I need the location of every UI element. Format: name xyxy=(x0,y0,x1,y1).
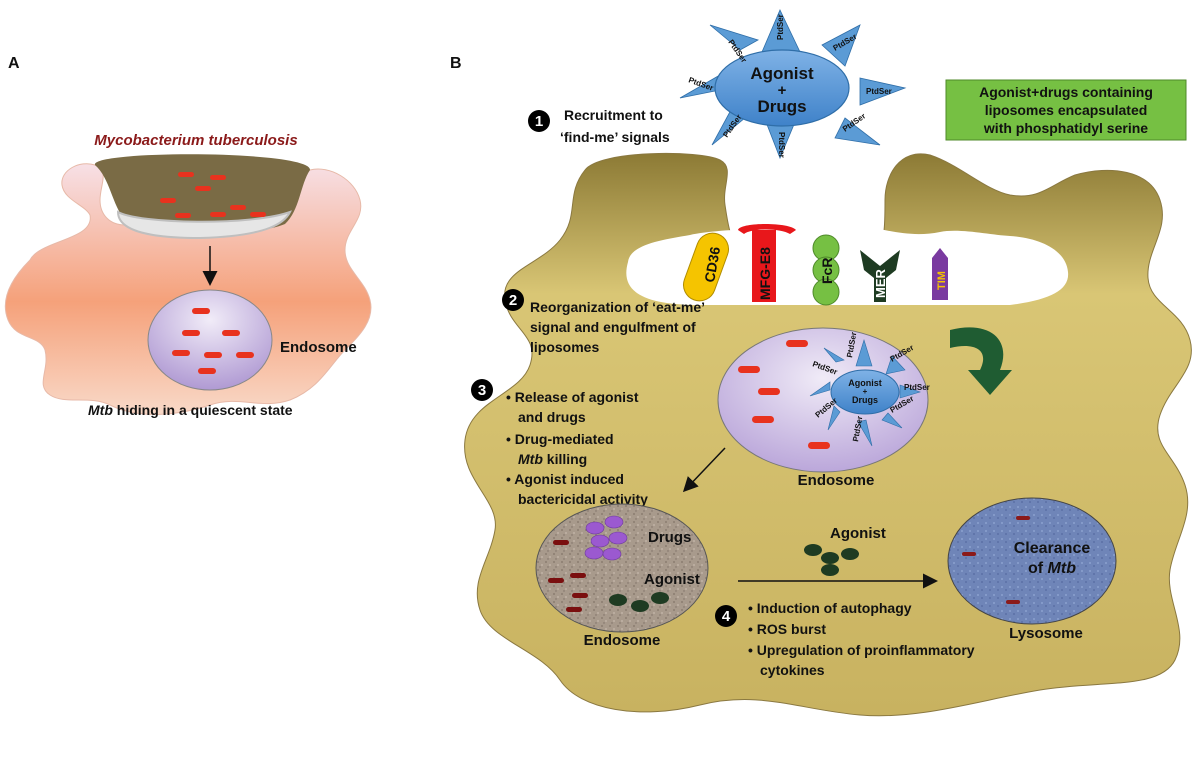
svg-text:MER: MER xyxy=(873,269,888,299)
cell-a-endosome-label: Endosome xyxy=(280,339,357,356)
svg-text:PtdSer: PtdSer xyxy=(904,383,930,392)
step2-badge xyxy=(502,289,524,311)
svg-text:cytokines: cytokines xyxy=(760,662,825,678)
endosome-mid-bacteria xyxy=(738,340,830,449)
arrow-to-endosome-low xyxy=(682,447,726,493)
agonist-float-particles xyxy=(804,544,859,576)
endosome-low-agonist-label: Agonist xyxy=(644,571,700,588)
legend-line1: Agonist+drugs containing xyxy=(979,84,1153,100)
step3-list: • Release of agonist and drugs • Drug-me… xyxy=(506,389,648,507)
svg-text:• Induction of autophagy: • Induction of autophagy xyxy=(748,600,912,616)
step2-line1: Reorganization of ‘eat-me’ xyxy=(530,299,705,315)
panel-b-letter: B xyxy=(450,55,462,72)
endosome-low-bacteria xyxy=(548,540,588,612)
liposome-top: Agonist + Drugs PtdSer PtdSer PtdSer Ptd… xyxy=(679,9,907,160)
receptor-mfg-e8: MFG-E8 xyxy=(738,224,796,302)
engulf-arrow xyxy=(950,327,1012,395)
svg-text:FcR: FcR xyxy=(819,258,835,284)
step2-number: 2 xyxy=(509,292,517,309)
step1-badge xyxy=(528,110,550,132)
svg-text:+: + xyxy=(863,387,868,396)
cell-a-phagocytic-vesicle xyxy=(116,210,292,240)
endosome-low-drugs-label: Drugs xyxy=(648,529,691,546)
svg-text:PtdSer: PtdSer xyxy=(777,132,786,158)
step4-badge xyxy=(715,605,737,627)
step2-line3: liposomes xyxy=(530,339,599,355)
svg-text:and drugs: and drugs xyxy=(518,409,586,425)
step1-number: 1 xyxy=(535,113,543,130)
endosome-mid xyxy=(717,327,929,473)
liposome-top-spikes xyxy=(679,9,907,160)
svg-text:TIM: TIM xyxy=(936,271,948,290)
endosome-low-label: Endosome xyxy=(584,632,661,649)
lysosome-of-mtb: of Mtb xyxy=(1028,560,1076,577)
svg-text:MFG-E8: MFG-E8 xyxy=(757,247,773,300)
receptor-tim: TIM xyxy=(932,248,948,300)
cell-a-endosome-bacteria xyxy=(172,308,254,374)
svg-text:PtdSer: PtdSer xyxy=(851,415,864,442)
legend-line3: with phosphatidyl serine xyxy=(983,120,1148,136)
step1-line2: ‘find-me’ signals xyxy=(560,129,670,145)
step3-badge xyxy=(471,379,493,401)
lysosome-label: Lysosome xyxy=(1009,625,1083,642)
svg-text:• ROS burst: • ROS burst xyxy=(748,621,826,637)
svg-text:CD36: CD36 xyxy=(701,245,723,283)
step1-line1: Recruitment to xyxy=(564,107,663,123)
liposome-top-plus: + xyxy=(778,82,787,99)
cell-b-pocket xyxy=(626,224,1069,305)
endosome-low-agonist xyxy=(609,592,669,612)
legend-box xyxy=(945,79,1187,141)
cell-a-endosome xyxy=(147,289,273,391)
endosome-low-drugs xyxy=(584,515,628,561)
svg-text:bactericidal activity: bactericidal activity xyxy=(518,491,648,507)
svg-text:Drugs: Drugs xyxy=(852,395,878,405)
lysosome xyxy=(947,497,1117,625)
svg-text:Mtb killing: Mtb killing xyxy=(518,451,587,467)
step4-number: 4 xyxy=(722,608,731,625)
svg-text:• Agonist induced: • Agonist induced xyxy=(506,471,624,487)
receptor-fcr: FcR xyxy=(812,234,840,306)
svg-text:PtdSer: PtdSer xyxy=(845,331,858,358)
svg-text:PtdSer: PtdSer xyxy=(866,87,892,96)
liposome-top-line2: Drugs xyxy=(757,97,806,116)
svg-text:Agonist: Agonist xyxy=(848,378,882,388)
endosome-mid-label: Endosome xyxy=(798,472,875,489)
agonist-float-label: Agonist xyxy=(830,525,886,542)
panel-a-title: Mycobacterium tuberculosis xyxy=(94,132,297,149)
receptor-cd36: CD36 xyxy=(683,232,729,302)
legend-line2: liposomes encapsulated xyxy=(985,102,1148,118)
liposome-top-line1: Agonist xyxy=(750,64,814,83)
lysosome-bacteria xyxy=(962,516,1030,604)
liposome-top-core xyxy=(714,49,850,127)
svg-text:• Upregulation of proinflammat: • Upregulation of proinflammatory xyxy=(748,642,975,658)
cell-a-cup-bacteria xyxy=(160,172,266,218)
receptor-mer: MER xyxy=(860,250,900,302)
step3-number: 3 xyxy=(478,382,486,399)
svg-text:• Drug-mediated: • Drug-mediated xyxy=(506,431,614,447)
lysosome-clearance: Clearance xyxy=(1014,540,1091,557)
step2-line2: signal and engulfment of xyxy=(530,319,696,335)
cell-a-caption: Mtb hiding in a quiescent state xyxy=(88,402,293,418)
panel-a-letter: A xyxy=(8,55,20,72)
step4-list: • Induction of autophagy • ROS burst • U… xyxy=(748,600,975,678)
svg-text:PtdSer: PtdSer xyxy=(776,14,785,40)
svg-text:• Release of agonist: • Release of agonist xyxy=(506,389,639,405)
